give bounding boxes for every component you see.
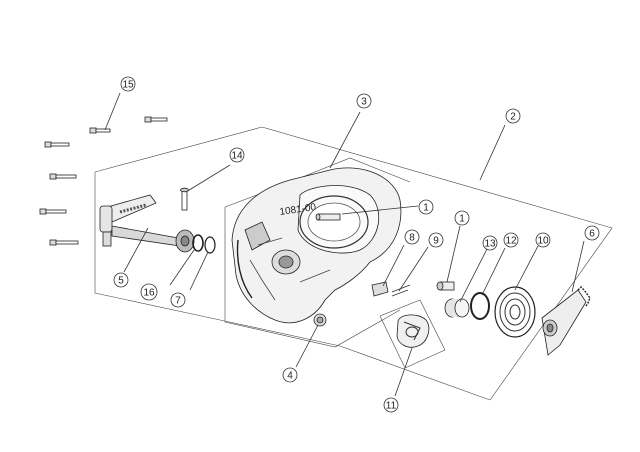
bolt-group <box>39 116 168 246</box>
bolt <box>44 141 70 148</box>
svg-text:6: 6 <box>589 229 595 240</box>
ratchet-assembly <box>396 314 430 348</box>
callout-3: 3 <box>356 93 372 109</box>
svg-text:14: 14 <box>231 151 243 162</box>
callout-8: 8 <box>404 229 420 245</box>
bolt <box>89 127 111 134</box>
clip <box>371 281 389 297</box>
svg-text:10: 10 <box>537 236 549 247</box>
kickstart-lever <box>99 194 195 253</box>
callout-15: 15 <box>120 76 136 92</box>
callout-6: 6 <box>584 225 600 241</box>
bushing <box>436 281 455 291</box>
plug <box>313 313 327 327</box>
svg-text:8: 8 <box>409 233 415 244</box>
washer <box>192 234 204 252</box>
pin <box>180 187 189 211</box>
callout-11: 11 <box>383 397 399 413</box>
leader-lines <box>104 92 585 397</box>
svg-text:7: 7 <box>175 296 181 307</box>
svg-text:3: 3 <box>361 97 367 108</box>
bolt <box>144 116 168 123</box>
callout-13: 13 <box>482 235 498 251</box>
bolt <box>49 239 79 246</box>
svg-text:11: 11 <box>386 401 397 412</box>
callout-7: 7 <box>170 292 186 308</box>
callout-9: 9 <box>428 232 444 248</box>
sleeve <box>444 298 470 318</box>
callout-5: 5 <box>113 272 129 288</box>
svg-text:4: 4 <box>287 371 293 382</box>
washer <box>204 236 216 254</box>
callout-16: 16 <box>140 283 158 301</box>
svg-text:2: 2 <box>510 112 516 123</box>
callout-group: 15 14 3 2 1 1 5 16 <box>113 76 600 413</box>
svg-text:15: 15 <box>122 80 134 91</box>
svg-text:1: 1 <box>423 203 429 214</box>
spring-clip <box>391 284 411 297</box>
callout-10: 10 <box>535 232 551 248</box>
svg-text:5: 5 <box>118 276 124 287</box>
coil-spring <box>494 286 536 338</box>
shaft <box>315 213 341 221</box>
svg-text:12: 12 <box>505 236 517 247</box>
sector-gear <box>541 286 591 356</box>
part-engraving: 1081-00 <box>279 202 317 218</box>
callout-4: 4 <box>282 367 298 383</box>
callout-1-upper: 1 <box>418 199 434 215</box>
callout-12: 12 <box>503 232 519 248</box>
bolt <box>49 173 77 180</box>
svg-text:16: 16 <box>143 288 155 299</box>
svg-text:13: 13 <box>484 239 496 250</box>
crankcase-cover: 1081-00 <box>231 167 402 324</box>
callout-1-lower: 1 <box>454 210 470 226</box>
callout-14: 14 <box>229 147 245 163</box>
callout-2: 2 <box>505 108 521 124</box>
bolt <box>39 208 67 215</box>
svg-text:9: 9 <box>433 236 439 247</box>
svg-text:1: 1 <box>459 214 465 225</box>
o-ring <box>470 292 490 320</box>
